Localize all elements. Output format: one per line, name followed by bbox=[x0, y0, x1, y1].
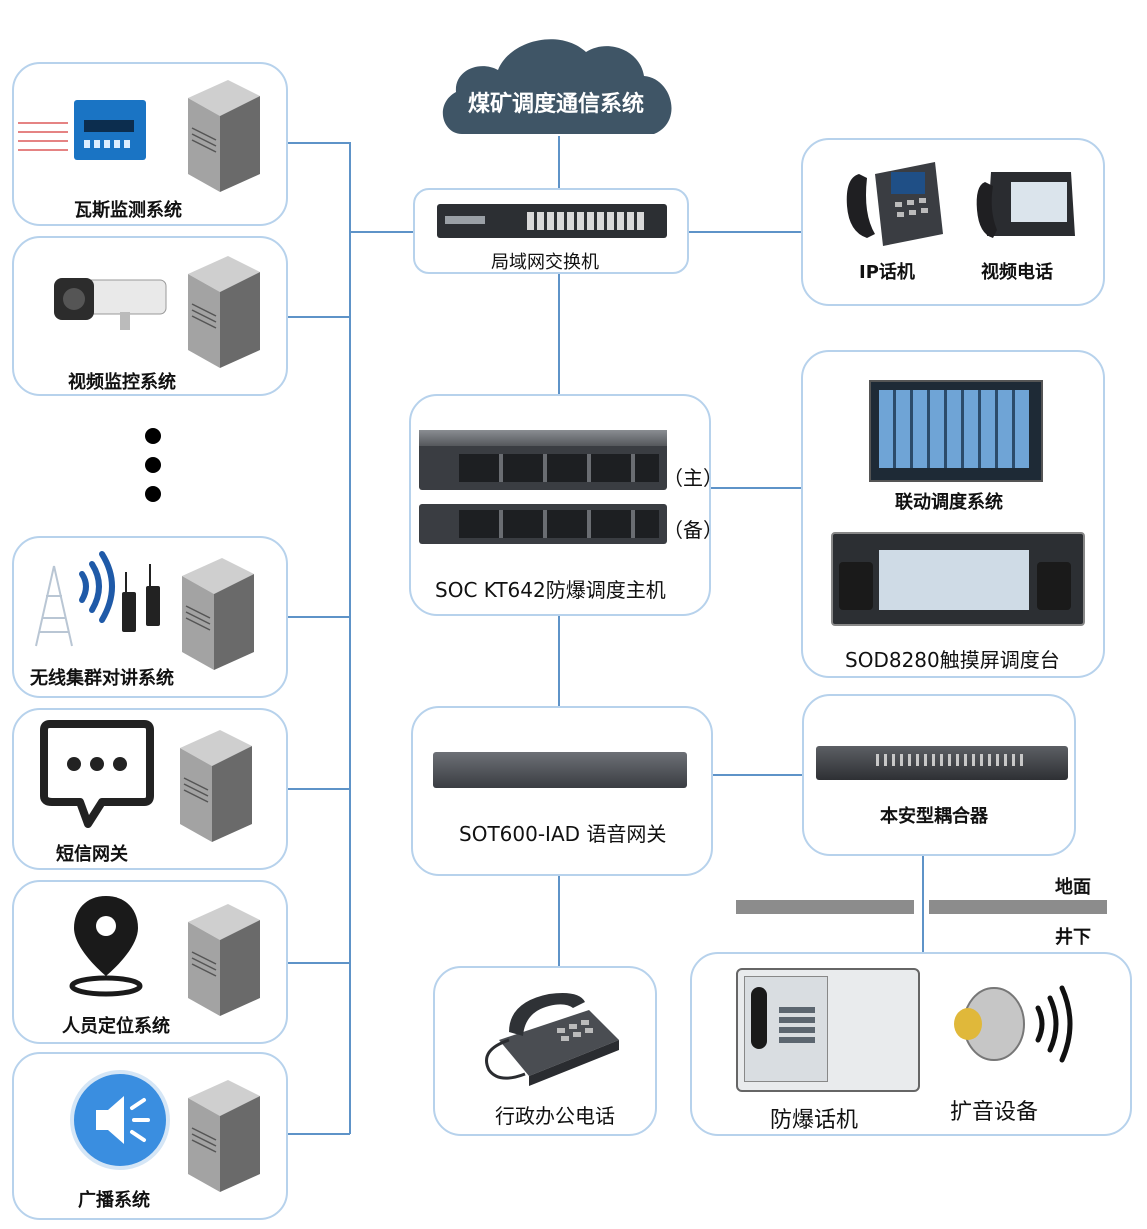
gas-monitor-device bbox=[74, 100, 146, 160]
touch-console-device bbox=[831, 532, 1085, 626]
ground-divider-right bbox=[929, 900, 1107, 914]
server-icon bbox=[188, 80, 260, 192]
voice-gateway-label: SOT600-IAD 语音网关 bbox=[459, 822, 667, 846]
message-icon bbox=[40, 720, 154, 828]
lan-switch-device bbox=[437, 204, 667, 238]
broadcast-label: 广播系统 bbox=[78, 1190, 150, 1211]
speaker-icon bbox=[70, 1070, 170, 1170]
link-switch-phones bbox=[688, 231, 801, 233]
more-systems-dot bbox=[145, 428, 161, 444]
server-icon bbox=[188, 1080, 260, 1192]
link-cloud-switch bbox=[558, 136, 560, 188]
cloud-title: 煤矿调度通信系统 bbox=[468, 92, 645, 117]
gas-monitor-annotations bbox=[18, 122, 68, 158]
office-phone-label: 行政办公电话 bbox=[495, 1104, 615, 1128]
link-gateway-office bbox=[558, 876, 560, 966]
loudspeaker-label: 扩音设备 bbox=[950, 1100, 1039, 1125]
server-icon bbox=[180, 730, 252, 842]
ip-phone-icon bbox=[846, 162, 943, 246]
gas-monitor-label: 瓦斯监测系统 bbox=[74, 200, 182, 221]
positioning-label: 人员定位系统 bbox=[62, 1016, 170, 1037]
server-icon bbox=[188, 256, 260, 368]
link-coupler-down bbox=[922, 856, 924, 952]
positioning-box[interactable]: 人员定位系统 bbox=[12, 880, 288, 1044]
ip-phone-box[interactable]: IP话机 视频电话 bbox=[801, 138, 1105, 306]
link-radio bbox=[287, 616, 350, 618]
video-monitor-label: 视频监控系统 bbox=[68, 372, 176, 393]
touch-console-label: SOD8280触摸屏调度台 bbox=[845, 648, 1060, 672]
link-broadcast bbox=[287, 1133, 350, 1135]
server-icon bbox=[182, 558, 254, 670]
coupler-label: 本安型耦合器 bbox=[880, 806, 988, 827]
lan-switch-label: 局域网交换机 bbox=[491, 252, 599, 273]
link-sms bbox=[287, 788, 350, 790]
dispatch-host-backup-device bbox=[419, 504, 667, 544]
link-locate bbox=[287, 962, 350, 964]
left-bus-line bbox=[349, 142, 351, 1134]
radio-system-label: 无线集群对讲系统 bbox=[30, 668, 174, 689]
ip-phone-label: IP话机 bbox=[859, 262, 915, 283]
cloud-shape bbox=[442, 39, 672, 135]
underground-devices-box[interactable]: 防爆话机 扩音设备 bbox=[690, 952, 1132, 1136]
dispatch-console-box[interactable]: 联动调度系统 SOD8280触摸屏调度台 bbox=[801, 350, 1105, 678]
link-bus-switch bbox=[350, 231, 414, 233]
underground-label: 井下 bbox=[1055, 927, 1091, 948]
link-host-right bbox=[711, 487, 801, 489]
gas-monitor-box[interactable]: 瓦斯监测系统 bbox=[12, 62, 288, 226]
host-primary-tag: （主） bbox=[663, 466, 723, 490]
radio-tower-icon bbox=[35, 551, 160, 647]
explosion-phone-label: 防爆话机 bbox=[770, 1108, 859, 1133]
more-systems-dot bbox=[145, 486, 161, 502]
radio-system-box[interactable]: 无线集群对讲系统 bbox=[12, 536, 288, 698]
host-backup-tag: （备） bbox=[663, 518, 723, 542]
link-video bbox=[287, 316, 350, 318]
sms-gateway-box[interactable]: 短信网关 bbox=[12, 708, 288, 870]
voice-gateway-device bbox=[433, 752, 687, 788]
link-gateway-coupler bbox=[712, 774, 802, 776]
linkage-label: 联动调度系统 bbox=[895, 492, 1003, 513]
linkage-screen bbox=[869, 380, 1043, 482]
office-phone-box[interactable]: 行政办公电话 bbox=[433, 966, 657, 1136]
desk-phone-icon bbox=[485, 993, 619, 1086]
video-phone-label: 视频电话 bbox=[981, 262, 1053, 283]
dispatch-host-box[interactable]: （主） （备） SOC KT642防爆调度主机 bbox=[409, 394, 723, 616]
dispatch-host-label: SOC KT642防爆调度主机 bbox=[435, 578, 666, 602]
lan-switch-box[interactable]: 局域网交换机 bbox=[413, 188, 689, 274]
link-host-gateway bbox=[558, 616, 560, 706]
ground-divider-left bbox=[736, 900, 914, 914]
voice-gateway-box[interactable]: SOT600-IAD 语音网关 bbox=[411, 706, 713, 876]
broadcast-box[interactable]: 广播系统 bbox=[12, 1052, 288, 1220]
video-monitor-box[interactable]: 视频监控系统 bbox=[12, 236, 288, 396]
coupler-device bbox=[816, 746, 1068, 780]
location-pin-icon bbox=[69, 896, 143, 997]
server-icon bbox=[188, 904, 260, 1016]
video-phone-icon bbox=[976, 172, 1075, 238]
camera-icon bbox=[54, 278, 167, 330]
coupler-box[interactable]: 本安型耦合器 bbox=[802, 694, 1076, 856]
ground-label: 地面 bbox=[1055, 877, 1091, 898]
more-systems-dot bbox=[145, 457, 161, 473]
link-switch-host bbox=[558, 274, 560, 394]
sms-gateway-label: 短信网关 bbox=[56, 844, 128, 865]
link-gas bbox=[287, 142, 350, 144]
loudspeaker-icon bbox=[954, 985, 1073, 1063]
explosion-phone-device bbox=[736, 968, 920, 1092]
dispatch-host-primary-device bbox=[419, 430, 667, 490]
